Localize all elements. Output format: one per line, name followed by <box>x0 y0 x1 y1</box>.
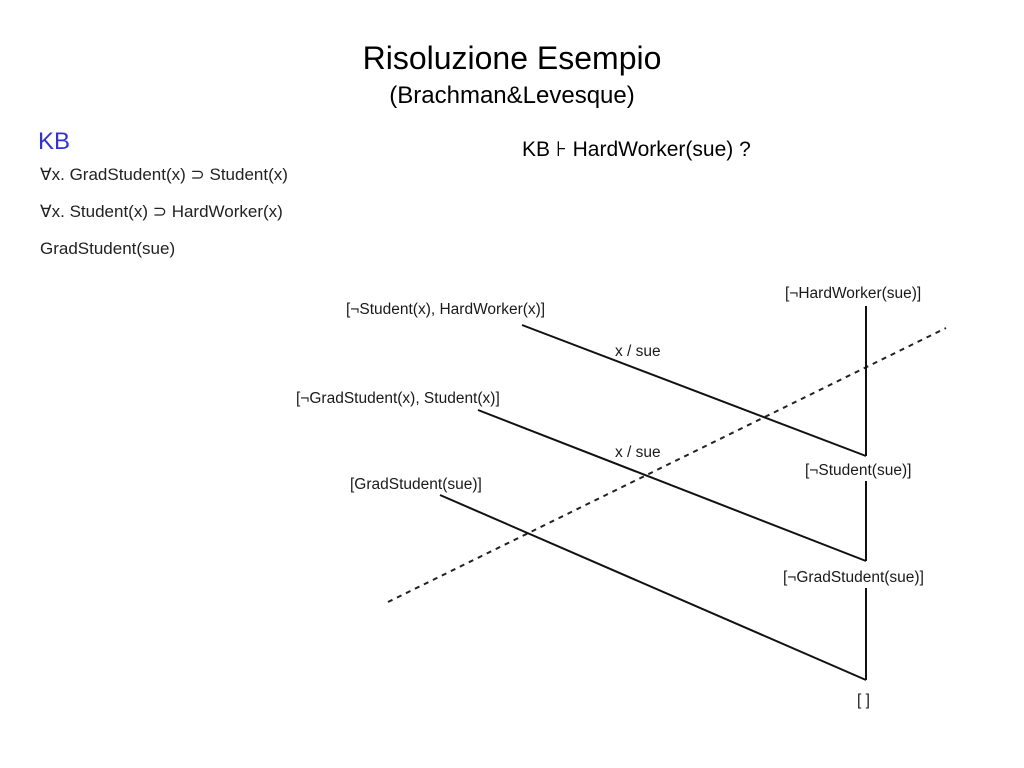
edge-kb-clause-1-to-resolvent-1 <box>521 324 867 457</box>
empty-clause: [ ] <box>857 692 870 709</box>
resolvent-clause-1: [¬Student(sue)] <box>805 462 911 479</box>
kb-axiom-1: ∀x. GradStudent(x) ⊃ Student(x) <box>40 165 288 184</box>
kb-label: KB <box>38 128 71 155</box>
kb-clause-1: [¬Student(x), HardWorker(x)] <box>346 301 545 318</box>
kb-clause-3: [GradStudent(sue)] <box>350 476 482 493</box>
resolvent-clause-2: [¬GradStudent(sue)] <box>783 569 924 586</box>
kb-clause-2: [¬GradStudent(x), Student(x)] <box>296 390 500 407</box>
edge-kb-clause-2-to-resolvent-2 <box>477 409 867 562</box>
substitution-label-2: x / sue <box>615 444 661 461</box>
separator-dashed-line <box>387 327 947 603</box>
kb-axiom-3: GradStudent(sue) <box>40 239 176 258</box>
substitution-label-1: x / sue <box>615 343 661 360</box>
edge-kb-clause-3-to-empty <box>439 494 867 681</box>
slide-subtitle: (Brachman&Levesque) <box>389 82 635 109</box>
kb-axiom-2: ∀x. Student(x) ⊃ HardWorker(x) <box>40 202 283 221</box>
slide-title: Risoluzione Esempio <box>362 40 662 76</box>
negated-goal-clause: [¬HardWorker(sue)] <box>785 285 921 302</box>
query-text: KB ⊦ HardWorker(sue) ? <box>522 138 751 161</box>
